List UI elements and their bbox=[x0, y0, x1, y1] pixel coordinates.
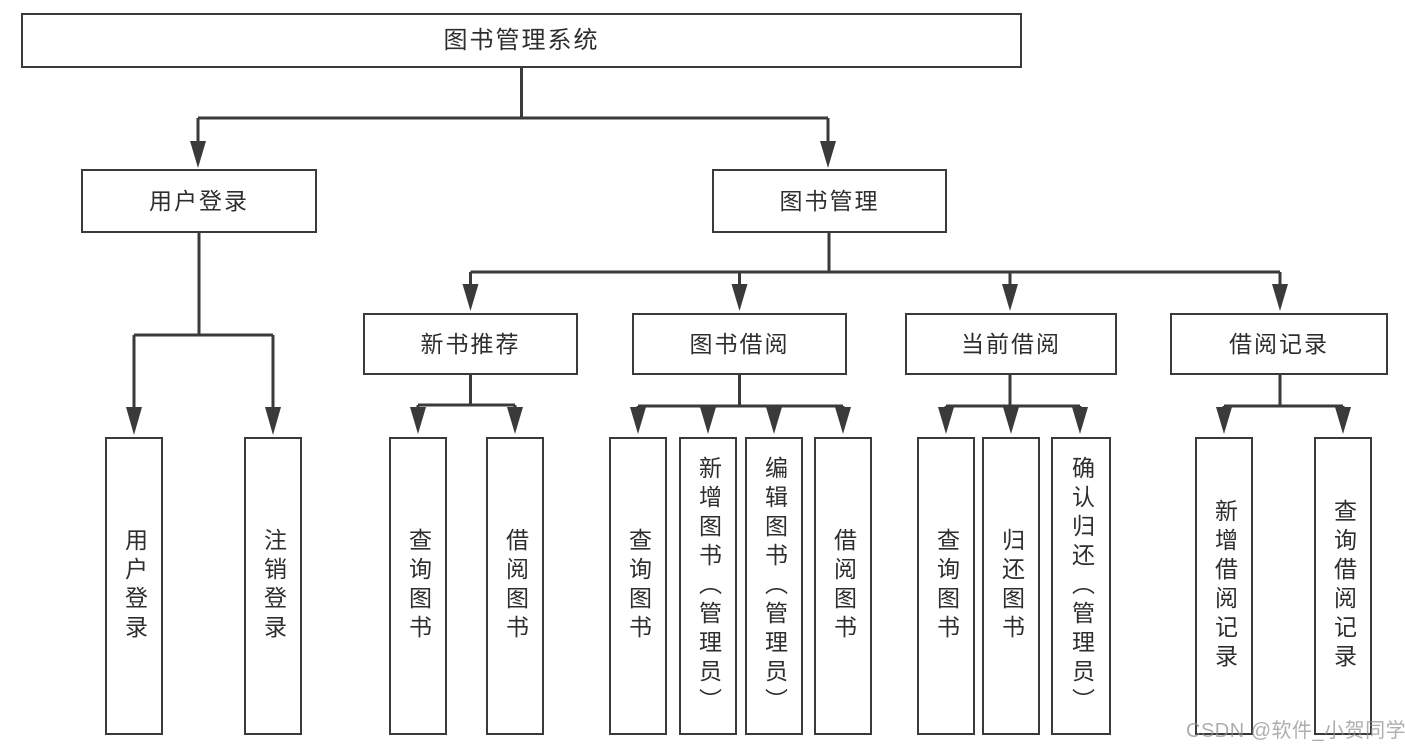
leaf-query-books-borrow-label: 查询图书 bbox=[625, 528, 652, 644]
leaf-logout-login-label: 注销登录 bbox=[260, 528, 287, 644]
node-user-login-label: 用户登录 bbox=[149, 187, 249, 214]
leaf-query-books-current-label: 查询图书 bbox=[933, 528, 960, 644]
node-current-borrow-label: 当前借阅 bbox=[961, 330, 1061, 357]
leaf-add-books-admin: 新增图书（管理员） bbox=[679, 437, 737, 735]
leaf-borrow-books-recommend-label: 借阅图书 bbox=[502, 528, 529, 644]
node-book-management-label: 图书管理 bbox=[779, 187, 880, 214]
leaf-query-books-current: 查询图书 bbox=[917, 437, 975, 735]
leaf-add-books-admin-label: 新增图书（管理员） bbox=[695, 455, 722, 717]
node-new-book-recommend: 新书推荐 bbox=[363, 313, 578, 375]
leaf-add-borrow-record-label: 新增借阅记录 bbox=[1211, 499, 1238, 673]
node-book-management: 图书管理 bbox=[712, 169, 947, 233]
node-book-borrow: 图书借阅 bbox=[632, 313, 847, 375]
leaf-query-books-recommend: 查询图书 bbox=[389, 437, 447, 735]
leaf-logout-login: 注销登录 bbox=[244, 437, 302, 735]
leaf-borrow-books-borrow: 借阅图书 bbox=[814, 437, 872, 735]
leaf-borrow-books-recommend: 借阅图书 bbox=[486, 437, 544, 735]
leaf-edit-books-admin: 编辑图书（管理员） bbox=[745, 437, 803, 735]
node-book-borrow-label: 图书借阅 bbox=[689, 330, 790, 357]
node-user-login: 用户登录 bbox=[81, 169, 317, 233]
leaf-user-login: 用户登录 bbox=[105, 437, 163, 735]
node-borrow-records: 借阅记录 bbox=[1170, 313, 1388, 375]
node-borrow-records-label: 借阅记录 bbox=[1229, 330, 1329, 357]
leaf-edit-books-admin-label: 编辑图书（管理员） bbox=[761, 455, 788, 717]
leaf-return-books-label: 归还图书 bbox=[998, 528, 1025, 644]
leaf-borrow-books-borrow-label: 借阅图书 bbox=[830, 528, 857, 644]
node-current-borrow: 当前借阅 bbox=[905, 313, 1117, 375]
leaf-query-books-recommend-label: 查询图书 bbox=[405, 528, 432, 644]
leaf-query-books-borrow: 查询图书 bbox=[609, 437, 667, 735]
leaf-user-login-label: 用户登录 bbox=[121, 528, 148, 644]
leaf-add-borrow-record: 新增借阅记录 bbox=[1195, 437, 1253, 735]
leaf-confirm-return-admin-label: 确认归还（管理员） bbox=[1068, 455, 1095, 717]
watermark: CSDN @软件_小贺同学 bbox=[1186, 720, 1405, 742]
leaf-confirm-return-admin: 确认归还（管理员） bbox=[1051, 437, 1111, 735]
node-root: 图书管理系统 bbox=[21, 13, 1022, 68]
leaf-query-borrow-record: 查询借阅记录 bbox=[1314, 437, 1372, 735]
leaf-return-books: 归还图书 bbox=[982, 437, 1040, 735]
node-new-book-recommend-label: 新书推荐 bbox=[420, 330, 521, 357]
leaf-query-borrow-record-label: 查询借阅记录 bbox=[1330, 499, 1357, 673]
node-root-label: 图书管理系统 bbox=[443, 26, 600, 54]
